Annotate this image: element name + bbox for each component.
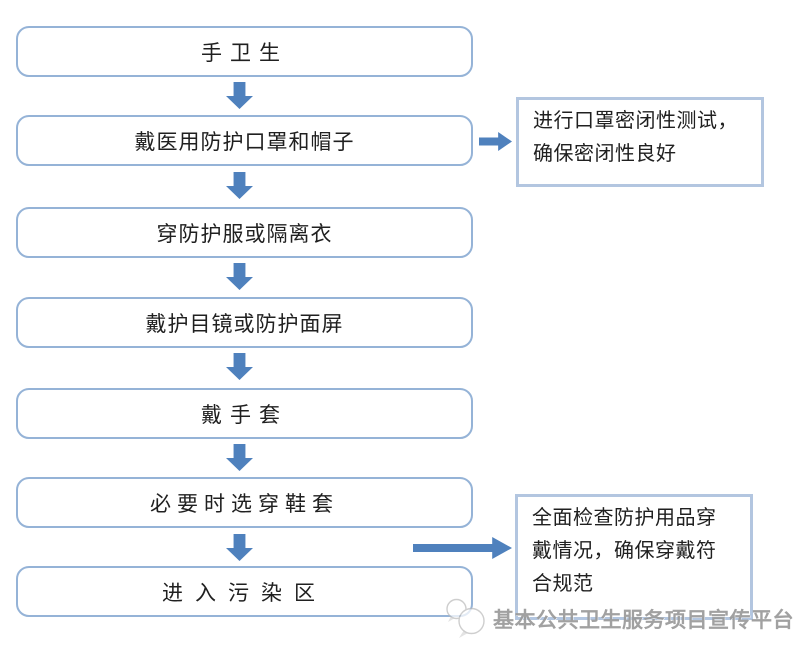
down-arrow-icon xyxy=(226,82,253,109)
flow-step-hand-hygiene: 手卫生 xyxy=(16,26,473,77)
flow-step-enter-contaminated-area: 进入污染区 xyxy=(16,566,473,617)
down-arrow-icon xyxy=(226,534,253,561)
down-arrow-icon xyxy=(226,172,253,199)
step-label: 戴手套 xyxy=(201,402,288,427)
flow-step-shoe-covers: 必要时选穿鞋套 xyxy=(16,477,473,528)
right-arrow-icon xyxy=(413,537,512,559)
down-arrow-icon xyxy=(226,353,253,380)
watermark-text: 基本公共卫生服务项目宣传平台 xyxy=(493,609,794,632)
watermark: 基本公共卫生服务项目宣传平台 xyxy=(444,596,794,642)
step-label: 进入污染区 xyxy=(162,580,327,605)
flow-step-protective-clothing: 穿防护服或隔离衣 xyxy=(16,207,473,258)
down-arrow-icon xyxy=(226,444,253,471)
step-label: 手卫生 xyxy=(201,40,288,65)
side-note-mask-seal-test: 进行口罩密闭性测试，确保密闭性良好 xyxy=(516,97,764,187)
right-arrow-icon xyxy=(479,132,512,151)
side-note-check-ppe: 全面检查防护用品穿戴情况，确保穿戴符合规范 xyxy=(515,494,753,620)
flow-step-mask-cap: 戴医用防护口罩和帽子 xyxy=(16,115,473,166)
down-arrow-icon xyxy=(226,263,253,290)
step-label: 戴医用防护口罩和帽子 xyxy=(134,129,355,154)
chat-bubbles-icon xyxy=(446,598,485,638)
flow-step-gloves: 戴手套 xyxy=(16,388,473,439)
step-label: 必要时选穿鞋套 xyxy=(150,491,339,516)
side-note-text: 全面检查防护用品穿戴情况，确保穿戴符合规范 xyxy=(532,507,717,595)
side-note-text: 进行口罩密闭性测试，确保密闭性良好 xyxy=(533,110,738,165)
step-label: 戴护目镜或防护面屏 xyxy=(145,311,344,336)
flow-step-goggles-faceshield: 戴护目镜或防护面屏 xyxy=(16,297,473,348)
step-label: 穿防护服或隔离衣 xyxy=(156,221,333,246)
